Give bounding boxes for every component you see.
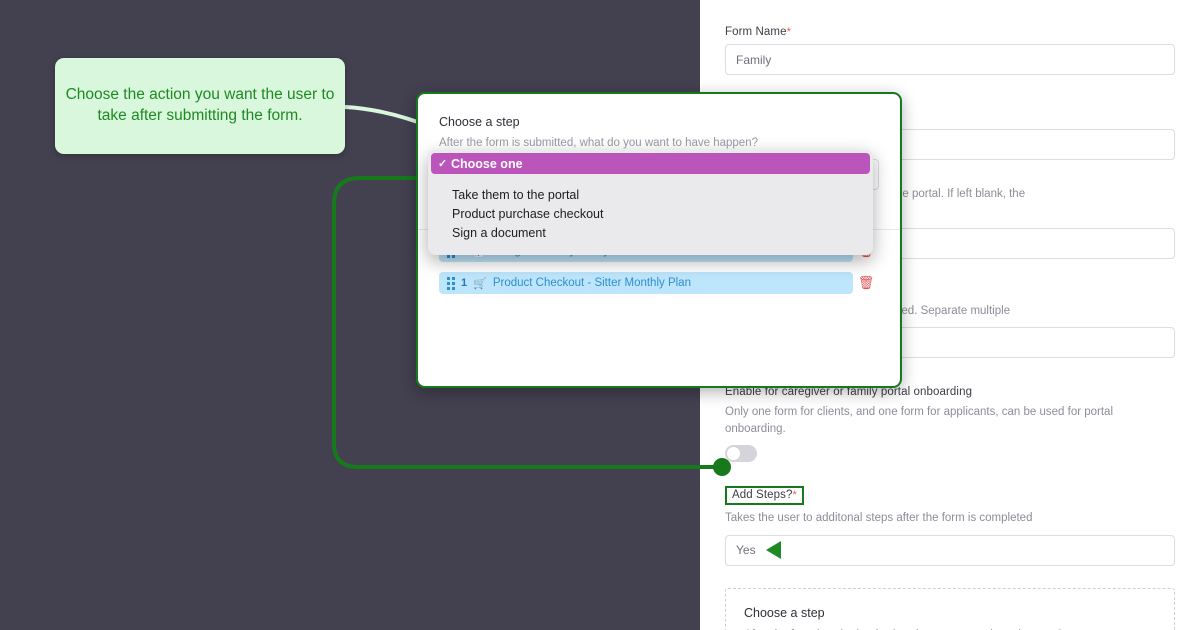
form-name-input[interactable]: Family [725, 44, 1175, 75]
portal-onboarding-group: Enable for caregiver or family portal on… [725, 386, 1175, 468]
choose-step-hint: After the form is submitted, what do you… [744, 627, 1156, 630]
add-steps-label: Add Steps?* [732, 489, 797, 502]
pointer-arrow-icon [765, 541, 781, 559]
portal-onboarding-hint: Only one form for clients, and one form … [725, 405, 1114, 435]
check-icon: ✓ [438, 158, 448, 170]
dropdown-option[interactable]: Sign a document [452, 225, 546, 240]
choose-step-panel: Choose a step After the form is submitte… [725, 587, 1175, 630]
add-steps-hint: Takes the user to additonal steps after … [725, 512, 1033, 525]
modal-hint: After the form is submitted, what do you… [439, 137, 758, 149]
dropdown-option-selected[interactable]: ✓ Choose one [431, 153, 870, 174]
add-steps-value: Yes [736, 543, 756, 557]
required-asterisk: * [792, 489, 797, 502]
portal-onboarding-toggle[interactable] [725, 445, 757, 463]
instruction-callout: Choose the action you want the user to t… [55, 58, 345, 154]
step-label: Product Checkout - Sitter Monthly Plan [492, 277, 691, 289]
add-steps-label-highlight: Add Steps?* [725, 486, 804, 506]
add-steps-group: Add Steps?* Takes the user to additonal … [725, 485, 1175, 566]
cart-icon: 🛒 [473, 277, 487, 290]
dropdown-option-selected-label: Choose one [451, 156, 523, 171]
choose-step-title: Choose a step [744, 605, 825, 620]
dropdown-option[interactable]: Product purchase checkout [452, 206, 604, 221]
form-name-label: Form Name* [725, 26, 791, 38]
dropdown-option[interactable]: Take them to the portal [452, 187, 580, 202]
step-order-number: 1 [461, 277, 468, 289]
drag-handle-icon[interactable] [447, 276, 455, 290]
trash-icon[interactable]: 🗑 [857, 275, 875, 290]
add-steps-select[interactable]: Yes [725, 534, 1175, 566]
portal-onboarding-label: Enable for caregiver or family portal on… [725, 385, 973, 398]
step-row: 1 🛒 Product Checkout - Sitter Monthly Plan… [418, 268, 900, 294]
modal-title: Choose a step [439, 115, 520, 129]
instruction-callout-text: Choose the action you want the user to t… [65, 86, 335, 124]
form-name-field-group: Form Name* Family [725, 26, 1175, 75]
step-pill[interactable]: 1 🛒 Product Checkout - Sitter Monthly Plan [439, 272, 853, 294]
required-asterisk: * [786, 26, 791, 38]
